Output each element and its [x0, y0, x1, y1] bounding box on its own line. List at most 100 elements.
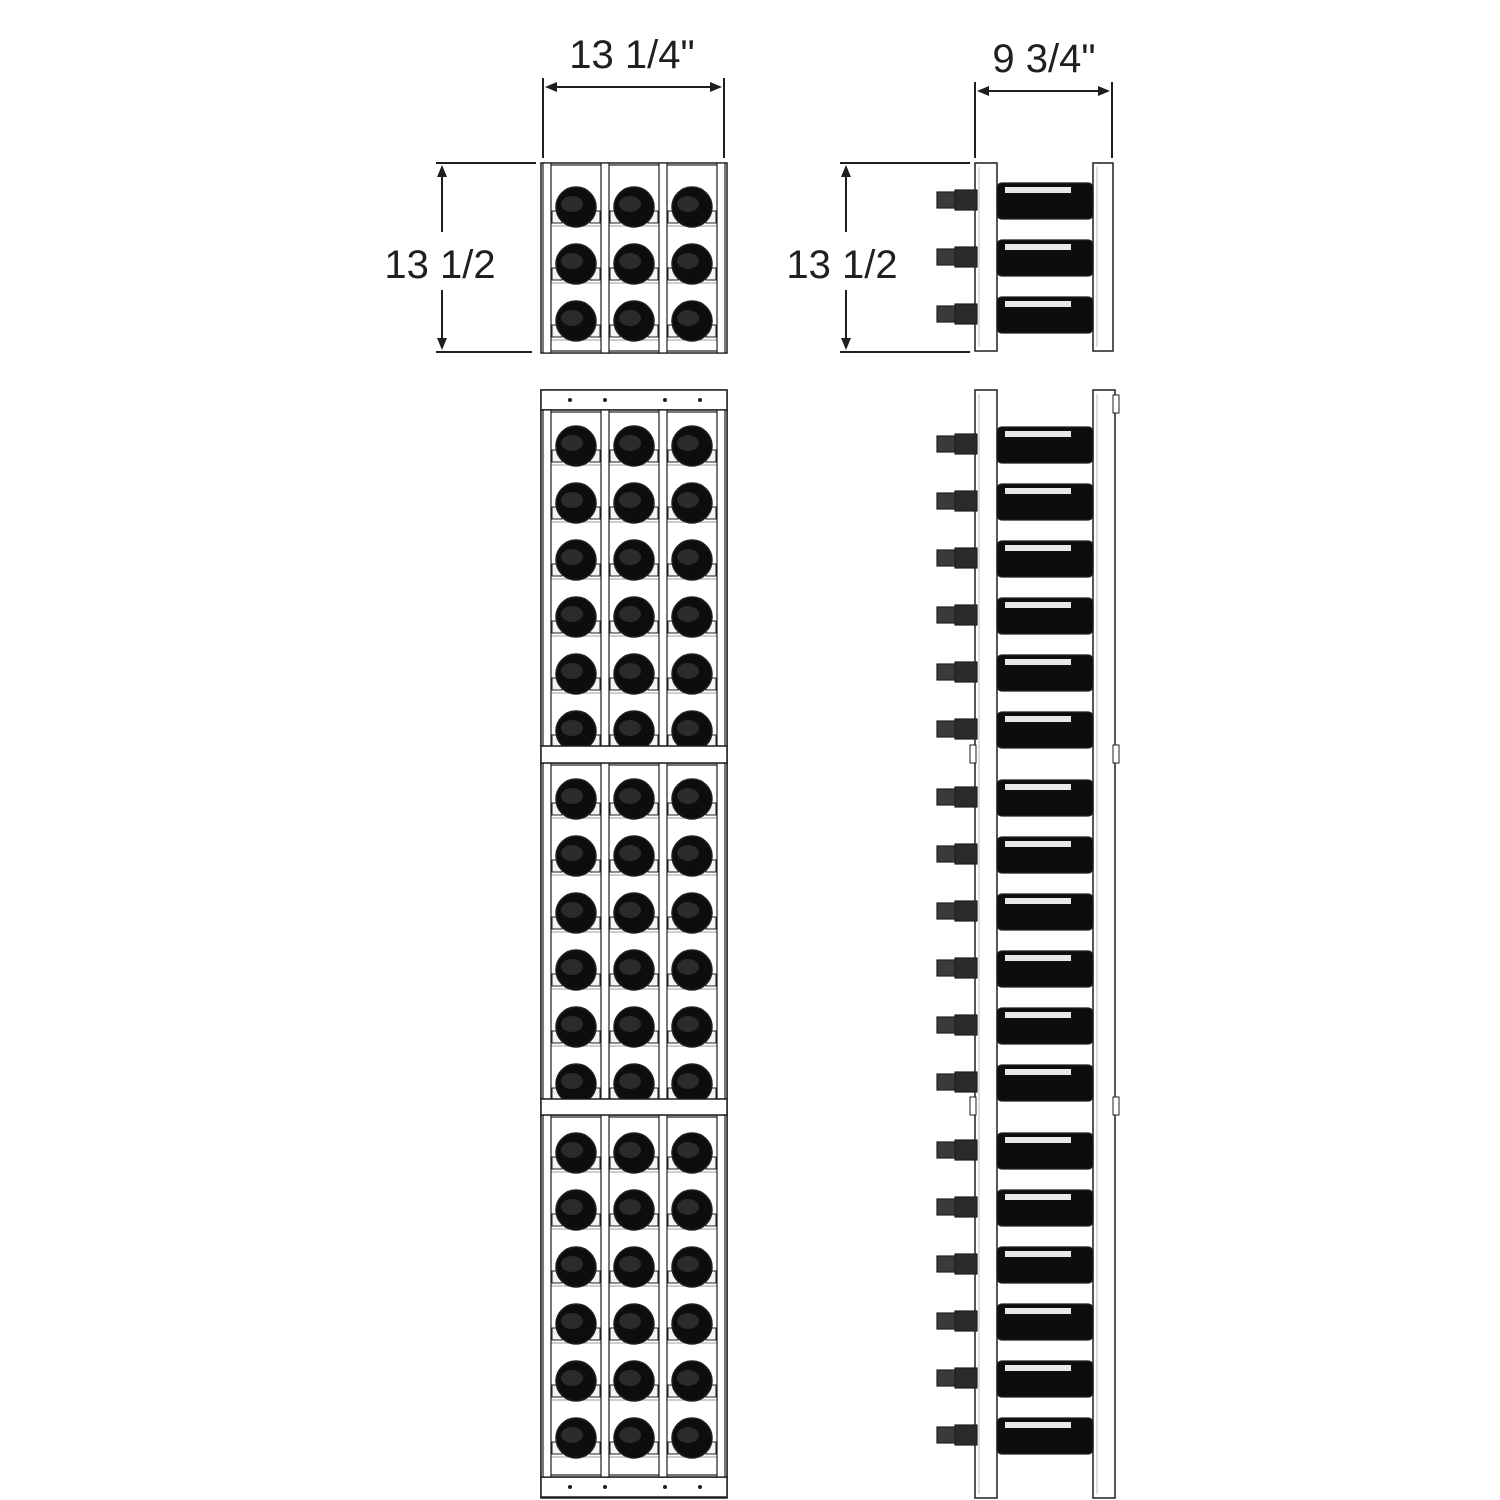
bottle-reflection	[1005, 898, 1071, 904]
screw-icon	[663, 398, 667, 402]
bottle-shoulder	[954, 661, 978, 683]
bottle-shoulder	[954, 303, 978, 325]
rack-column	[606, 1116, 662, 1476]
bottle-highlight	[619, 845, 641, 861]
bottle-reflection	[1005, 301, 1071, 307]
bottle-shoulder	[954, 604, 978, 626]
bottle-highlight	[677, 720, 699, 736]
bottle-highlight	[677, 663, 699, 679]
upright	[658, 162, 668, 354]
bottle-reflection	[1005, 841, 1071, 847]
bottle-highlight	[677, 606, 699, 622]
side-back-panel	[1092, 162, 1114, 352]
upright	[542, 162, 552, 354]
bottle-shoulder	[954, 433, 978, 455]
bottle-shoulder	[954, 1253, 978, 1275]
upright	[658, 1114, 668, 1478]
bottle-neck-icon	[936, 1312, 956, 1330]
bottle-highlight	[677, 1427, 699, 1443]
upright	[716, 409, 726, 747]
bottle-highlight	[677, 902, 699, 918]
bottle-highlight	[619, 959, 641, 975]
rack-column	[664, 1116, 720, 1476]
bottle-shoulder	[954, 547, 978, 569]
bottle-highlight	[619, 549, 641, 565]
side-view-tall-rack	[936, 389, 1120, 1499]
bottle-highlight	[619, 1313, 641, 1329]
bracket	[969, 744, 977, 764]
bottle-neck-icon	[936, 1198, 956, 1216]
side-view-small-rack	[936, 162, 1114, 352]
bottle-highlight	[619, 196, 641, 212]
bottle-shoulder	[954, 490, 978, 512]
bottle-neck-icon	[936, 1426, 956, 1444]
bottle-highlight	[561, 492, 583, 508]
screw-icon	[568, 398, 572, 402]
bottle-highlight	[619, 253, 641, 269]
bottle-reflection	[1005, 659, 1071, 665]
dimension-height-side: 13 1/2	[786, 162, 970, 353]
bottle-highlight	[561, 1256, 583, 1272]
upright	[600, 409, 610, 747]
bottle-shoulder	[954, 1424, 978, 1446]
bottle-reflection	[1005, 1012, 1071, 1018]
upright	[542, 409, 552, 747]
bottle-reflection	[1005, 187, 1071, 193]
bottle-highlight	[619, 1142, 641, 1158]
front-height-label: 13 1/2	[384, 243, 495, 287]
bottle-reflection	[1005, 545, 1071, 551]
bottle-highlight	[561, 1016, 583, 1032]
upright	[658, 762, 668, 1100]
screw-icon	[698, 398, 702, 402]
screw-icon	[568, 1485, 572, 1489]
bracket	[1112, 744, 1120, 764]
bottle-highlight	[677, 253, 699, 269]
bottle-shoulder	[954, 1014, 978, 1036]
bottle-reflection	[1005, 716, 1071, 722]
bottle-neck-icon	[936, 902, 956, 920]
side-height-label: 13 1/2	[786, 243, 897, 287]
bottle-highlight	[561, 1427, 583, 1443]
bracket	[1112, 1096, 1120, 1116]
bottle-highlight	[677, 492, 699, 508]
bottle-highlight	[677, 1016, 699, 1032]
bottle-shoulder	[954, 900, 978, 922]
bottle-reflection	[1005, 602, 1071, 608]
bottle-neck-icon	[936, 845, 956, 863]
upright	[542, 762, 552, 1100]
bottle-highlight	[561, 959, 583, 975]
bottle-highlight	[561, 720, 583, 736]
bottle-highlight	[677, 196, 699, 212]
bottle-reflection	[1005, 1194, 1071, 1200]
bottle-highlight	[561, 310, 583, 326]
bottle-reflection	[1005, 955, 1071, 961]
bottle-neck-icon	[936, 435, 956, 453]
bottle-highlight	[619, 1016, 641, 1032]
upright	[600, 762, 610, 1100]
upright	[716, 1114, 726, 1478]
bottle-highlight	[619, 1073, 641, 1089]
bottle-highlight	[561, 196, 583, 212]
upright	[716, 762, 726, 1100]
width-label: 13 1/4"	[569, 33, 694, 77]
bottle-highlight	[619, 788, 641, 804]
bottle-highlight	[561, 549, 583, 565]
screw-icon	[698, 1485, 702, 1489]
dimension-height-front: 13 1/2	[384, 162, 536, 353]
upright	[600, 162, 610, 354]
bottle-neck-icon	[936, 720, 956, 738]
bottle-neck-icon	[936, 1255, 956, 1273]
upright	[542, 1114, 552, 1478]
bottle-reflection	[1005, 1365, 1071, 1371]
bottle-highlight	[619, 310, 641, 326]
bottle-highlight	[677, 1199, 699, 1215]
upright	[658, 409, 668, 747]
depth-label: 9 3/4"	[992, 37, 1095, 81]
bottle-highlight	[561, 253, 583, 269]
bottle-highlight	[677, 1313, 699, 1329]
bottle-reflection	[1005, 1308, 1071, 1314]
rack-column	[548, 1116, 604, 1476]
bottle-highlight	[619, 663, 641, 679]
bottle-highlight	[677, 1073, 699, 1089]
